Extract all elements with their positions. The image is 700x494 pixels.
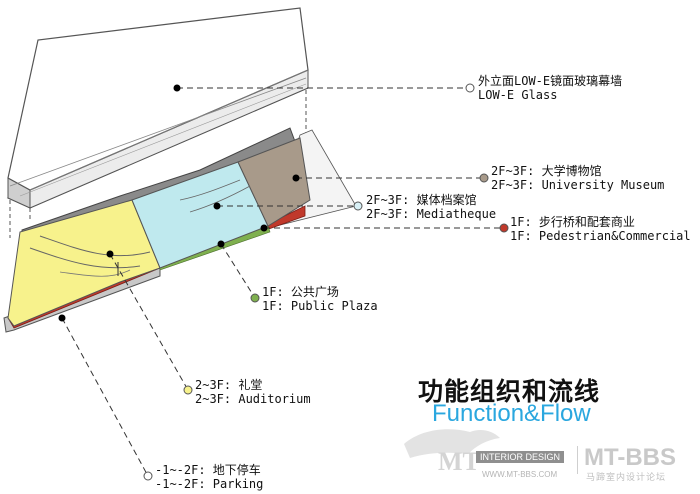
glass-marker	[465, 83, 475, 93]
commercial-callout: 1F: 步行桥和配套商业 1F: Pedestrian&Commercial	[510, 215, 691, 243]
glass-anchor	[173, 84, 181, 92]
anchor-dots	[58, 84, 300, 322]
museum-callout-en: 2F~3F: University Museum	[491, 178, 665, 192]
parking-callout: -1~-2F: 地下停车 -1~-2F: Parking	[155, 463, 263, 491]
plaza-callout-cn: 1F: 公共广场	[262, 285, 339, 299]
mediatheque-callout-cn: 2F~3F: 媒体档案馆	[366, 193, 477, 207]
glass-roof	[6, 7, 310, 209]
diagram-title-en: Function&Flow	[432, 400, 591, 427]
mediatheque-anchor	[213, 202, 221, 210]
parking-callout-en: -1~-2F: Parking	[155, 477, 264, 491]
glass-callout-cn: 外立面LOW-E镜面玻璃幕墙	[478, 74, 623, 88]
parking-marker	[143, 471, 153, 481]
watermark-badge: INTERIOR DESIGN	[476, 451, 565, 463]
auditorium-callout-en: 2~3F: Auditorium	[195, 392, 311, 406]
parking-callout-cn: -1~-2F: 地下停车	[155, 463, 261, 477]
mediatheque-callout-en: 2F~3F: Mediatheque	[366, 207, 497, 221]
plaza-callout-en: 1F: Public Plaza	[262, 299, 378, 313]
leader-lines	[61, 87, 504, 477]
building-volume	[3, 127, 357, 333]
diagram-title-cn: 功能组织和流线	[418, 377, 601, 406]
museum-callout: 2F~3F: 大学博物馆 2F~3F: University Museum	[491, 164, 664, 192]
auditorium-anchor	[106, 250, 114, 258]
watermark-logo-right: MT-BBS	[584, 444, 676, 471]
commercial-callout-cn: 1F: 步行桥和配套商业	[510, 215, 635, 229]
commercial-marker	[499, 223, 509, 233]
museum-anchor	[292, 174, 300, 182]
parking-anchor	[58, 314, 66, 322]
glass-callout: 外立面LOW-E镜面玻璃幕墙 LOW-E Glass	[478, 74, 622, 102]
callout-markers	[143, 83, 509, 481]
watermark-url: WWW.MT-BBS.COM	[482, 470, 558, 479]
museum-marker	[479, 173, 489, 183]
projection-guides	[9, 90, 307, 238]
watermark-separator	[577, 446, 578, 474]
commercial-anchor	[260, 224, 268, 232]
mediatheque-marker	[353, 201, 363, 211]
commercial-callout-en: 1F: Pedestrian&Commercial	[510, 229, 691, 243]
watermark-logo-left: MT	[438, 447, 480, 476]
watermark-subtitle: 马蹄室内设计论坛	[586, 473, 667, 483]
plaza-anchor	[217, 240, 225, 248]
plaza-callout: 1F: 公共广场 1F: Public Plaza	[262, 285, 378, 313]
watermark-horse-icon	[404, 429, 500, 458]
auditorium-callout-cn: 2~3F: 礼堂	[195, 378, 263, 392]
auditorium-callout: 2~3F: 礼堂 2~3F: Auditorium	[195, 378, 311, 406]
mediatheque-callout: 2F~3F: 媒体档案馆 2F~3F: Mediatheque	[366, 193, 496, 221]
auditorium-marker	[183, 385, 193, 395]
museum-callout-cn: 2F~3F: 大学博物馆	[491, 164, 602, 178]
glass-callout-en: LOW-E Glass	[478, 88, 558, 102]
plaza-marker	[250, 293, 260, 303]
